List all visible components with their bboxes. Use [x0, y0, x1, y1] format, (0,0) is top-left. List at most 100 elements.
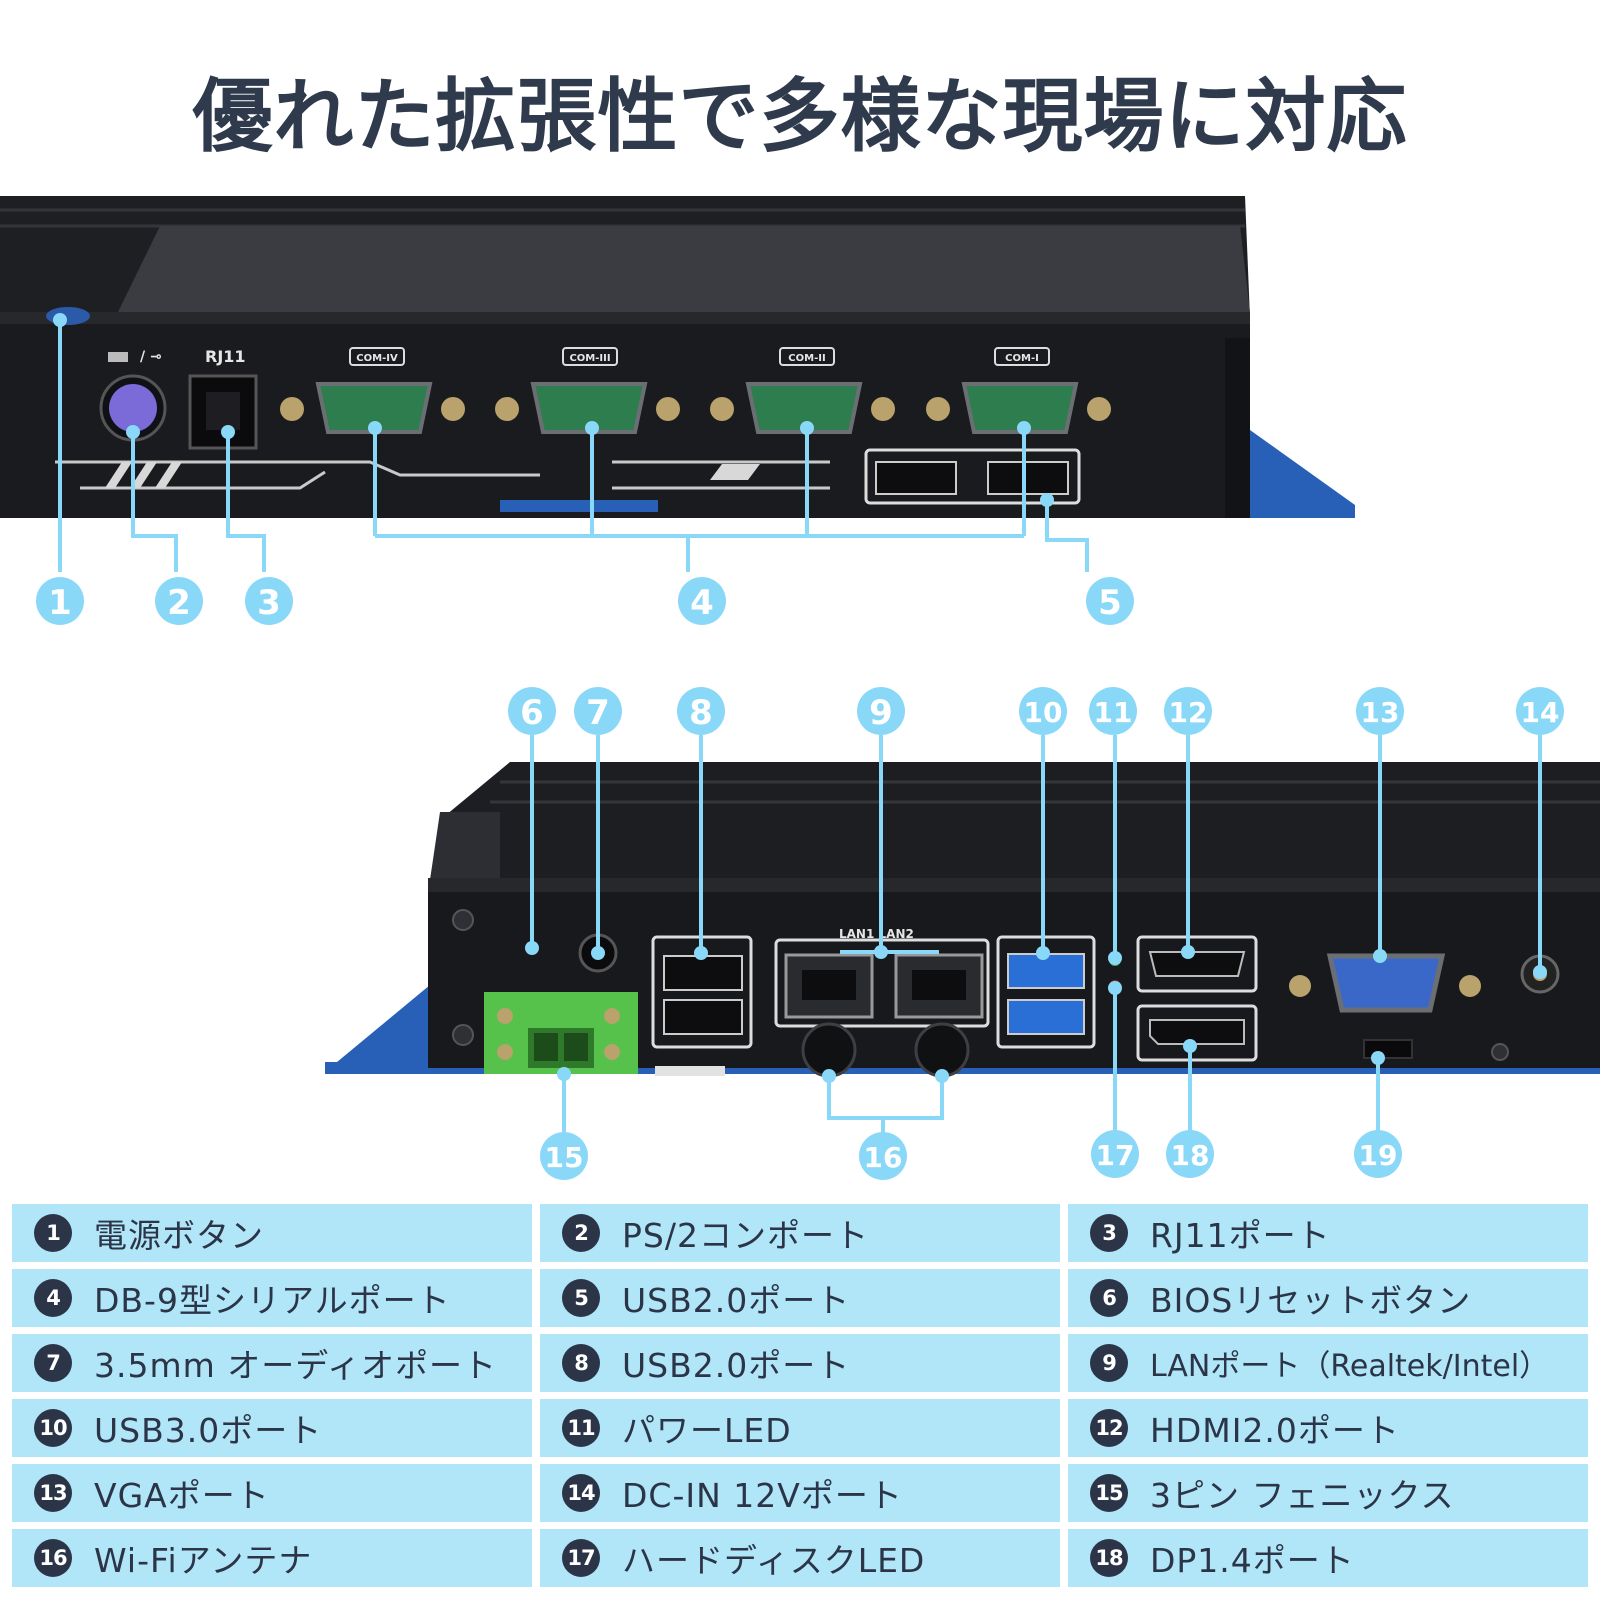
- legend-label: DP1.4ポート: [1150, 1541, 1355, 1580]
- legend-item: 13 VGAポート: [12, 1464, 532, 1522]
- legend-number: 5: [562, 1279, 600, 1317]
- svg-text:11: 11: [1094, 696, 1133, 729]
- com2-label: COM-II: [788, 353, 825, 364]
- hdmi-bracket: [1136, 935, 1258, 993]
- legend-item: 8 USB2.0ポート: [540, 1334, 1060, 1392]
- callout-10: 10: [1019, 687, 1067, 735]
- legend-number: 8: [562, 1344, 600, 1382]
- callout-4: 4: [678, 577, 726, 625]
- legend-number: 7: [34, 1344, 72, 1382]
- callout-2: 2: [155, 577, 203, 625]
- page-title: 優れた拡張性で多様な現場に対応: [192, 70, 1408, 163]
- legend-number: 3: [1090, 1214, 1128, 1252]
- callout-14: 14: [1516, 687, 1564, 735]
- legend-label: パワーLED: [622, 1411, 792, 1450]
- svg-text:16: 16: [864, 1141, 903, 1174]
- top-panel: [118, 226, 1250, 312]
- chassis-top-front: [430, 762, 1600, 880]
- dp-port: [1149, 1019, 1245, 1045]
- legend-number: 4: [34, 1279, 72, 1317]
- svg-text:/ ⊸: / ⊸: [140, 349, 162, 365]
- callout-12: 12: [1164, 687, 1212, 735]
- callout-13: 13: [1356, 687, 1404, 735]
- svg-text:6: 6: [520, 693, 544, 733]
- callout-3: 3: [245, 577, 293, 625]
- legend-number: 17: [562, 1539, 600, 1577]
- svg-text:17: 17: [1096, 1139, 1135, 1172]
- legend-item: 7 3.5mm オーディオポート: [12, 1334, 532, 1392]
- legend-label: USB3.0ポート: [94, 1411, 323, 1450]
- legend-label: VGAポート: [94, 1476, 270, 1515]
- svg-text:5: 5: [1098, 583, 1122, 623]
- legend-label: USB2.0ポート: [622, 1281, 851, 1320]
- legend-label: 3.5mm オーディオポート: [94, 1346, 497, 1385]
- svg-text:13: 13: [1361, 696, 1400, 729]
- bottom-callout-lines: [530, 735, 1542, 1132]
- svg-text:18: 18: [1171, 1139, 1210, 1172]
- svg-text:12: 12: [1169, 696, 1208, 729]
- legend-label: DC-IN 12Vポート: [622, 1476, 903, 1515]
- legend-label: ハードディスクLED: [622, 1541, 926, 1580]
- legend-number: 13: [34, 1474, 72, 1512]
- legend-label: HDMI2.0ポート: [1150, 1411, 1400, 1450]
- blue-accent-strip: [500, 500, 658, 512]
- callout-19: 19: [1354, 1130, 1402, 1178]
- usb2-port-a: [875, 461, 957, 495]
- usb2-bracket: [864, 448, 1081, 505]
- callout-9: 9: [857, 687, 905, 735]
- legend-number: 12: [1090, 1409, 1128, 1447]
- power-button: [46, 307, 90, 325]
- usb3-bracket: [996, 935, 1096, 1049]
- legend-label: 3ピン フェニックス: [1150, 1476, 1455, 1515]
- callout-11: 11: [1089, 687, 1137, 735]
- legend-label: 電源ボタン: [94, 1216, 264, 1255]
- svg-text:8: 8: [689, 693, 713, 733]
- svg-text:9: 9: [869, 693, 893, 733]
- svg-text:1: 1: [48, 583, 72, 623]
- callout-6: 6: [508, 687, 556, 735]
- svg-text:7: 7: [586, 693, 610, 733]
- base-plate-left: [325, 985, 430, 1072]
- svg-text:3: 3: [257, 583, 281, 623]
- legend-number: 6: [1090, 1279, 1128, 1317]
- com4-label: COM-IV: [356, 353, 398, 364]
- legend-item: 5 USB2.0ポート: [540, 1269, 1060, 1327]
- rj11-label: RJ11: [205, 347, 246, 366]
- callout-18: 18: [1166, 1130, 1214, 1178]
- legend-item: 4 DB-9型シリアルポート: [12, 1269, 532, 1327]
- callout-1: 1: [36, 577, 84, 625]
- com-port-4: COM-IV: [280, 347, 465, 434]
- usb2-port-b: [987, 461, 1069, 495]
- svg-text:14: 14: [1521, 696, 1560, 729]
- com1-label: COM-I: [1005, 353, 1039, 364]
- legend-number: 16: [34, 1539, 72, 1577]
- legend-number: 18: [1090, 1539, 1128, 1577]
- legend-item: 12 HDMI2.0ポート: [1068, 1399, 1588, 1457]
- kensington-lock: [1363, 1039, 1413, 1059]
- vga-port: [1289, 953, 1481, 1013]
- usb3-port-a: [1007, 953, 1085, 989]
- legend-item: 17 ハードディスクLED: [540, 1529, 1060, 1587]
- callout-17: 17: [1091, 1130, 1139, 1178]
- legend-label: BIOSリセットボタン: [1150, 1281, 1472, 1320]
- com-port-2: COM-II: [710, 347, 895, 434]
- device-rear-view: / ⊸ RJ11 COM-IV COM-III COM-II: [0, 196, 1355, 518]
- decorative-traces: [55, 460, 830, 490]
- hdmi-port: [1148, 951, 1246, 977]
- legend-label: DB-9型シリアルポート: [94, 1281, 451, 1320]
- wifi-antenna-right: [914, 1022, 970, 1078]
- legend-label: Wi-Fiアンテナ: [94, 1541, 313, 1580]
- legend-label: USB2.0ポート: [622, 1346, 851, 1385]
- svg-text:2: 2: [167, 583, 191, 623]
- svg-text:10: 10: [1024, 696, 1063, 729]
- usb3-port-b: [1007, 999, 1085, 1035]
- usb2-front-port-b: [663, 999, 743, 1035]
- svg-text:19: 19: [1359, 1139, 1398, 1172]
